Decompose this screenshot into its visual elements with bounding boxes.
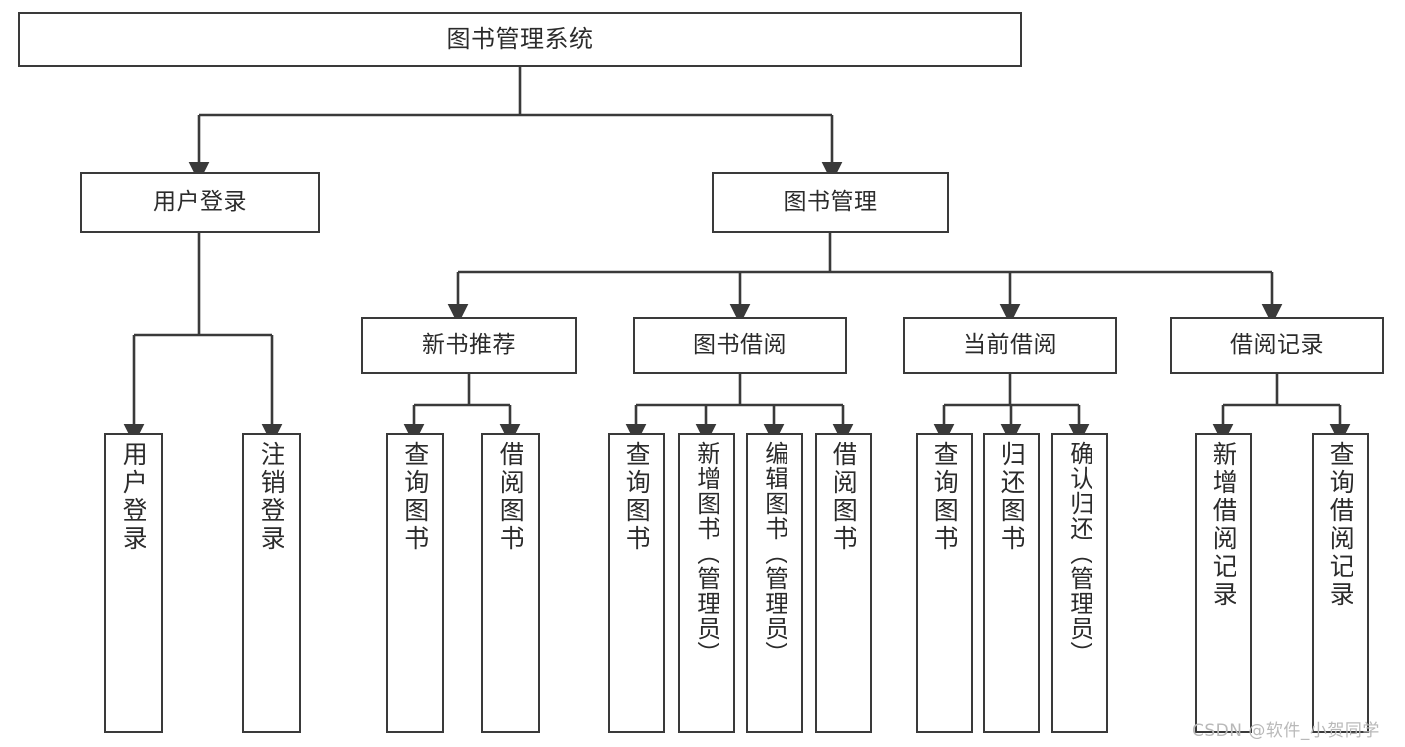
leaf-query-borrow-record[interactable]: 查询借阅记录: [1312, 433, 1369, 733]
node-label: 归还图书: [998, 441, 1025, 553]
node-label: 查询图书: [623, 441, 650, 553]
node-label: 新书推荐: [422, 331, 516, 358]
leaf-query-book-recommend[interactable]: 查询图书: [386, 433, 444, 733]
leaf-borrow-book-recommend[interactable]: 借阅图书: [481, 433, 540, 733]
csdn-watermark: CSDN @软件_小贺同学: [1192, 721, 1380, 741]
node-label: 借阅图书: [830, 441, 857, 553]
node-current-borrow[interactable]: 当前借阅: [903, 317, 1117, 374]
node-label: 借阅记录: [1230, 331, 1324, 358]
node-label: 当前借阅: [963, 331, 1057, 358]
node-label: 图书管理系统: [446, 25, 594, 54]
node-label: 用户登录: [120, 441, 147, 553]
node-label: 借阅图书: [497, 441, 524, 553]
node-label: 查询借阅记录: [1327, 441, 1354, 609]
node-label: 查询图书: [402, 441, 428, 553]
node-label: 图书管理: [783, 188, 878, 215]
leaf-logout-login[interactable]: 注销登录: [242, 433, 301, 733]
leaf-return-book[interactable]: 归还图书: [983, 433, 1040, 733]
node-label: 确认归还（管理员）: [1067, 441, 1092, 666]
node-book-management[interactable]: 图书管理: [712, 172, 949, 233]
leaf-borrow-book[interactable]: 借阅图书: [815, 433, 872, 733]
leaf-query-book-borrow[interactable]: 查询图书: [608, 433, 665, 733]
leaf-add-borrow-record[interactable]: 新增借阅记录: [1195, 433, 1252, 733]
node-borrow-record[interactable]: 借阅记录: [1170, 317, 1384, 374]
node-label: 编辑图书（管理员）: [762, 441, 787, 666]
node-user-login[interactable]: 用户登录: [80, 172, 320, 233]
node-label: 用户登录: [153, 188, 247, 215]
node-book-borrow[interactable]: 图书借阅: [633, 317, 847, 374]
node-new-book-recommend[interactable]: 新书推荐: [361, 317, 577, 374]
node-label: 新增图书（管理员）: [694, 441, 719, 666]
leaf-confirm-return-admin[interactable]: 确认归还（管理员）: [1051, 433, 1108, 733]
leaf-user-login[interactable]: 用户登录: [104, 433, 163, 733]
node-root-book-management-system[interactable]: 图书管理系统: [18, 12, 1022, 67]
leaf-edit-book-admin[interactable]: 编辑图书（管理员）: [746, 433, 803, 733]
leaf-add-book-admin[interactable]: 新增图书（管理员）: [678, 433, 735, 733]
node-label: 注销登录: [258, 441, 285, 553]
node-label: 图书借阅: [693, 331, 787, 358]
leaf-query-book-current[interactable]: 查询图书: [916, 433, 973, 733]
node-label: 新增借阅记录: [1210, 441, 1237, 609]
node-label: 查询图书: [931, 441, 958, 553]
